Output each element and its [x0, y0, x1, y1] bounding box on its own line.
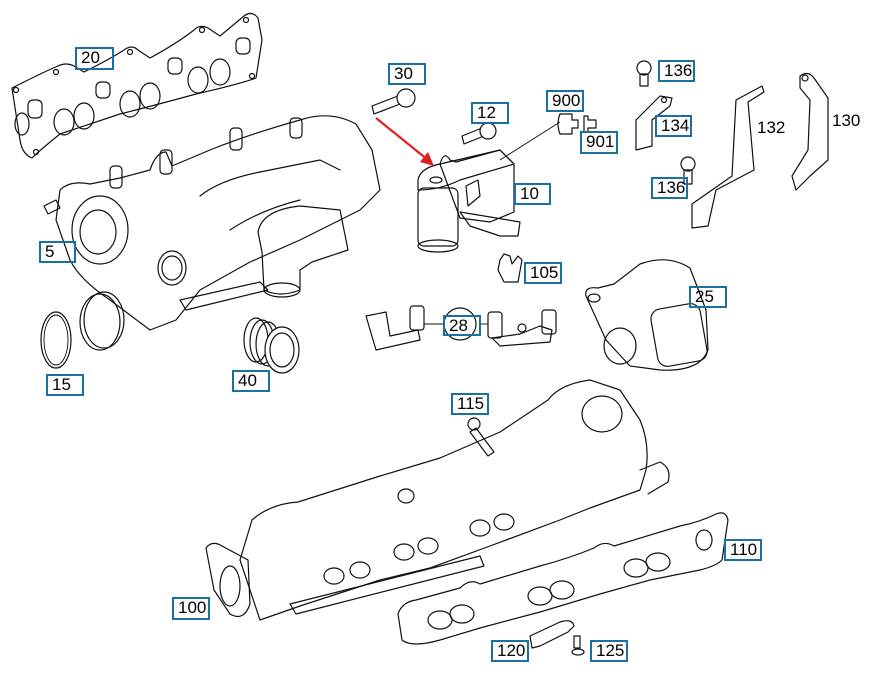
callout-5[interactable]: 5	[39, 241, 76, 263]
harness-28-drawing	[365, 305, 557, 351]
bracket-130-drawing	[791, 72, 829, 191]
callout-136-lower[interactable]: 136	[651, 177, 688, 199]
callout-134[interactable]: 134	[655, 115, 692, 137]
valve-10-drawing	[417, 149, 521, 253]
gasket-110-drawing	[397, 512, 729, 645]
callout-15[interactable]: 15	[46, 374, 84, 396]
bracket-134-drawing	[635, 95, 673, 151]
bolt-115-drawing	[467, 417, 495, 457]
callout-30[interactable]: 30	[388, 63, 426, 85]
bolt-136-top-drawing	[636, 60, 652, 87]
callout-132[interactable]: 132	[757, 118, 786, 137]
callout-20[interactable]: 20	[75, 47, 114, 70]
callout-28[interactable]: 28	[443, 315, 481, 336]
bellows-40-drawing	[243, 317, 300, 374]
callout-115[interactable]: 115	[451, 393, 489, 415]
callout-100[interactable]: 100	[172, 597, 210, 620]
clip-105-drawing	[497, 253, 523, 283]
bolt-136-lower-drawing	[680, 156, 696, 185]
manifold-5-drawing	[43, 115, 381, 331]
callout-120[interactable]: 120	[491, 640, 529, 662]
bolt-30-drawing	[371, 88, 416, 115]
sensor-120-drawing	[529, 620, 575, 649]
connector-901-drawing	[583, 115, 597, 133]
callout-125[interactable]: 125	[590, 640, 628, 662]
manifold-100-drawing	[205, 379, 670, 621]
callout-130[interactable]: 130	[832, 111, 861, 130]
bracket-132-drawing	[691, 85, 765, 229]
callout-136-top[interactable]: 136	[658, 60, 695, 82]
callout-110[interactable]: 110	[724, 539, 762, 561]
bolt-12-drawing	[461, 122, 497, 145]
actuator-25-drawing	[585, 259, 709, 371]
red-arrow	[375, 117, 434, 166]
o-ring-15-drawing	[40, 311, 72, 369]
callout-900[interactable]: 900	[546, 90, 584, 112]
gasket-20-drawing	[11, 12, 263, 159]
callout-25[interactable]: 25	[689, 286, 727, 308]
callout-10[interactable]: 10	[514, 183, 551, 205]
callout-105[interactable]: 105	[524, 262, 562, 284]
callout-40[interactable]: 40	[232, 370, 270, 392]
connector-900-drawing	[557, 113, 579, 135]
callout-12[interactable]: 12	[471, 102, 509, 124]
callout-901[interactable]: 901	[580, 131, 618, 154]
screw-125-drawing	[571, 635, 585, 656]
